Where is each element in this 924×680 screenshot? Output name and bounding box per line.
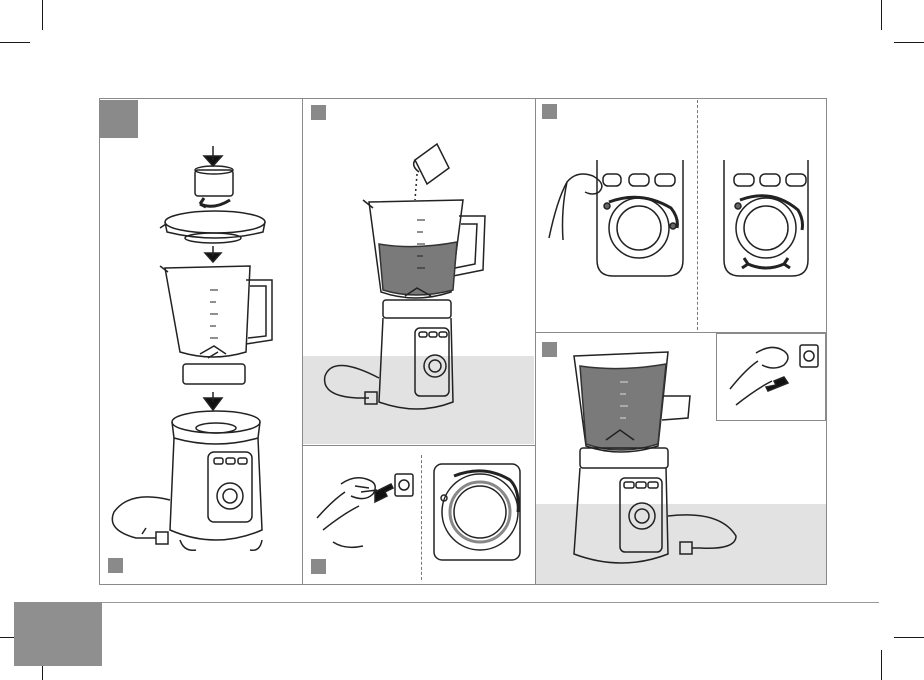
operating-blender-illustration — [573, 351, 737, 564]
panel-divider — [302, 98, 303, 585]
unplug-illustration — [729, 344, 819, 406]
step-badge-large — [100, 100, 138, 138]
step-badge — [108, 558, 123, 573]
crop-mark — [42, 0, 43, 30]
press-button-illustration — [548, 160, 684, 277]
crop-mark — [881, 0, 882, 30]
floor-shading — [303, 356, 534, 444]
step-badge — [311, 559, 326, 574]
panel-divider — [302, 445, 535, 446]
crop-mark — [881, 650, 882, 680]
illustration-frame — [99, 98, 827, 585]
dashed-divider — [421, 455, 422, 580]
page-tab-block — [14, 602, 102, 666]
blender-assembly-illustration — [111, 146, 273, 552]
step-badge — [542, 342, 557, 357]
step-badge — [311, 105, 326, 120]
turn-dial-illustration — [723, 160, 809, 277]
dashed-divider — [697, 100, 698, 330]
crop-mark — [0, 42, 30, 43]
panel-divider — [535, 332, 827, 333]
plug-in-illustration — [316, 473, 414, 549]
floor-shading — [536, 504, 826, 584]
crop-mark — [894, 42, 924, 43]
panel-divider — [535, 98, 536, 585]
crop-mark — [894, 637, 924, 638]
footer-rule — [99, 602, 879, 603]
step-badge — [542, 104, 557, 119]
pour-ingredients-illustration — [323, 142, 486, 410]
speed-dial-illustration — [433, 463, 521, 561]
